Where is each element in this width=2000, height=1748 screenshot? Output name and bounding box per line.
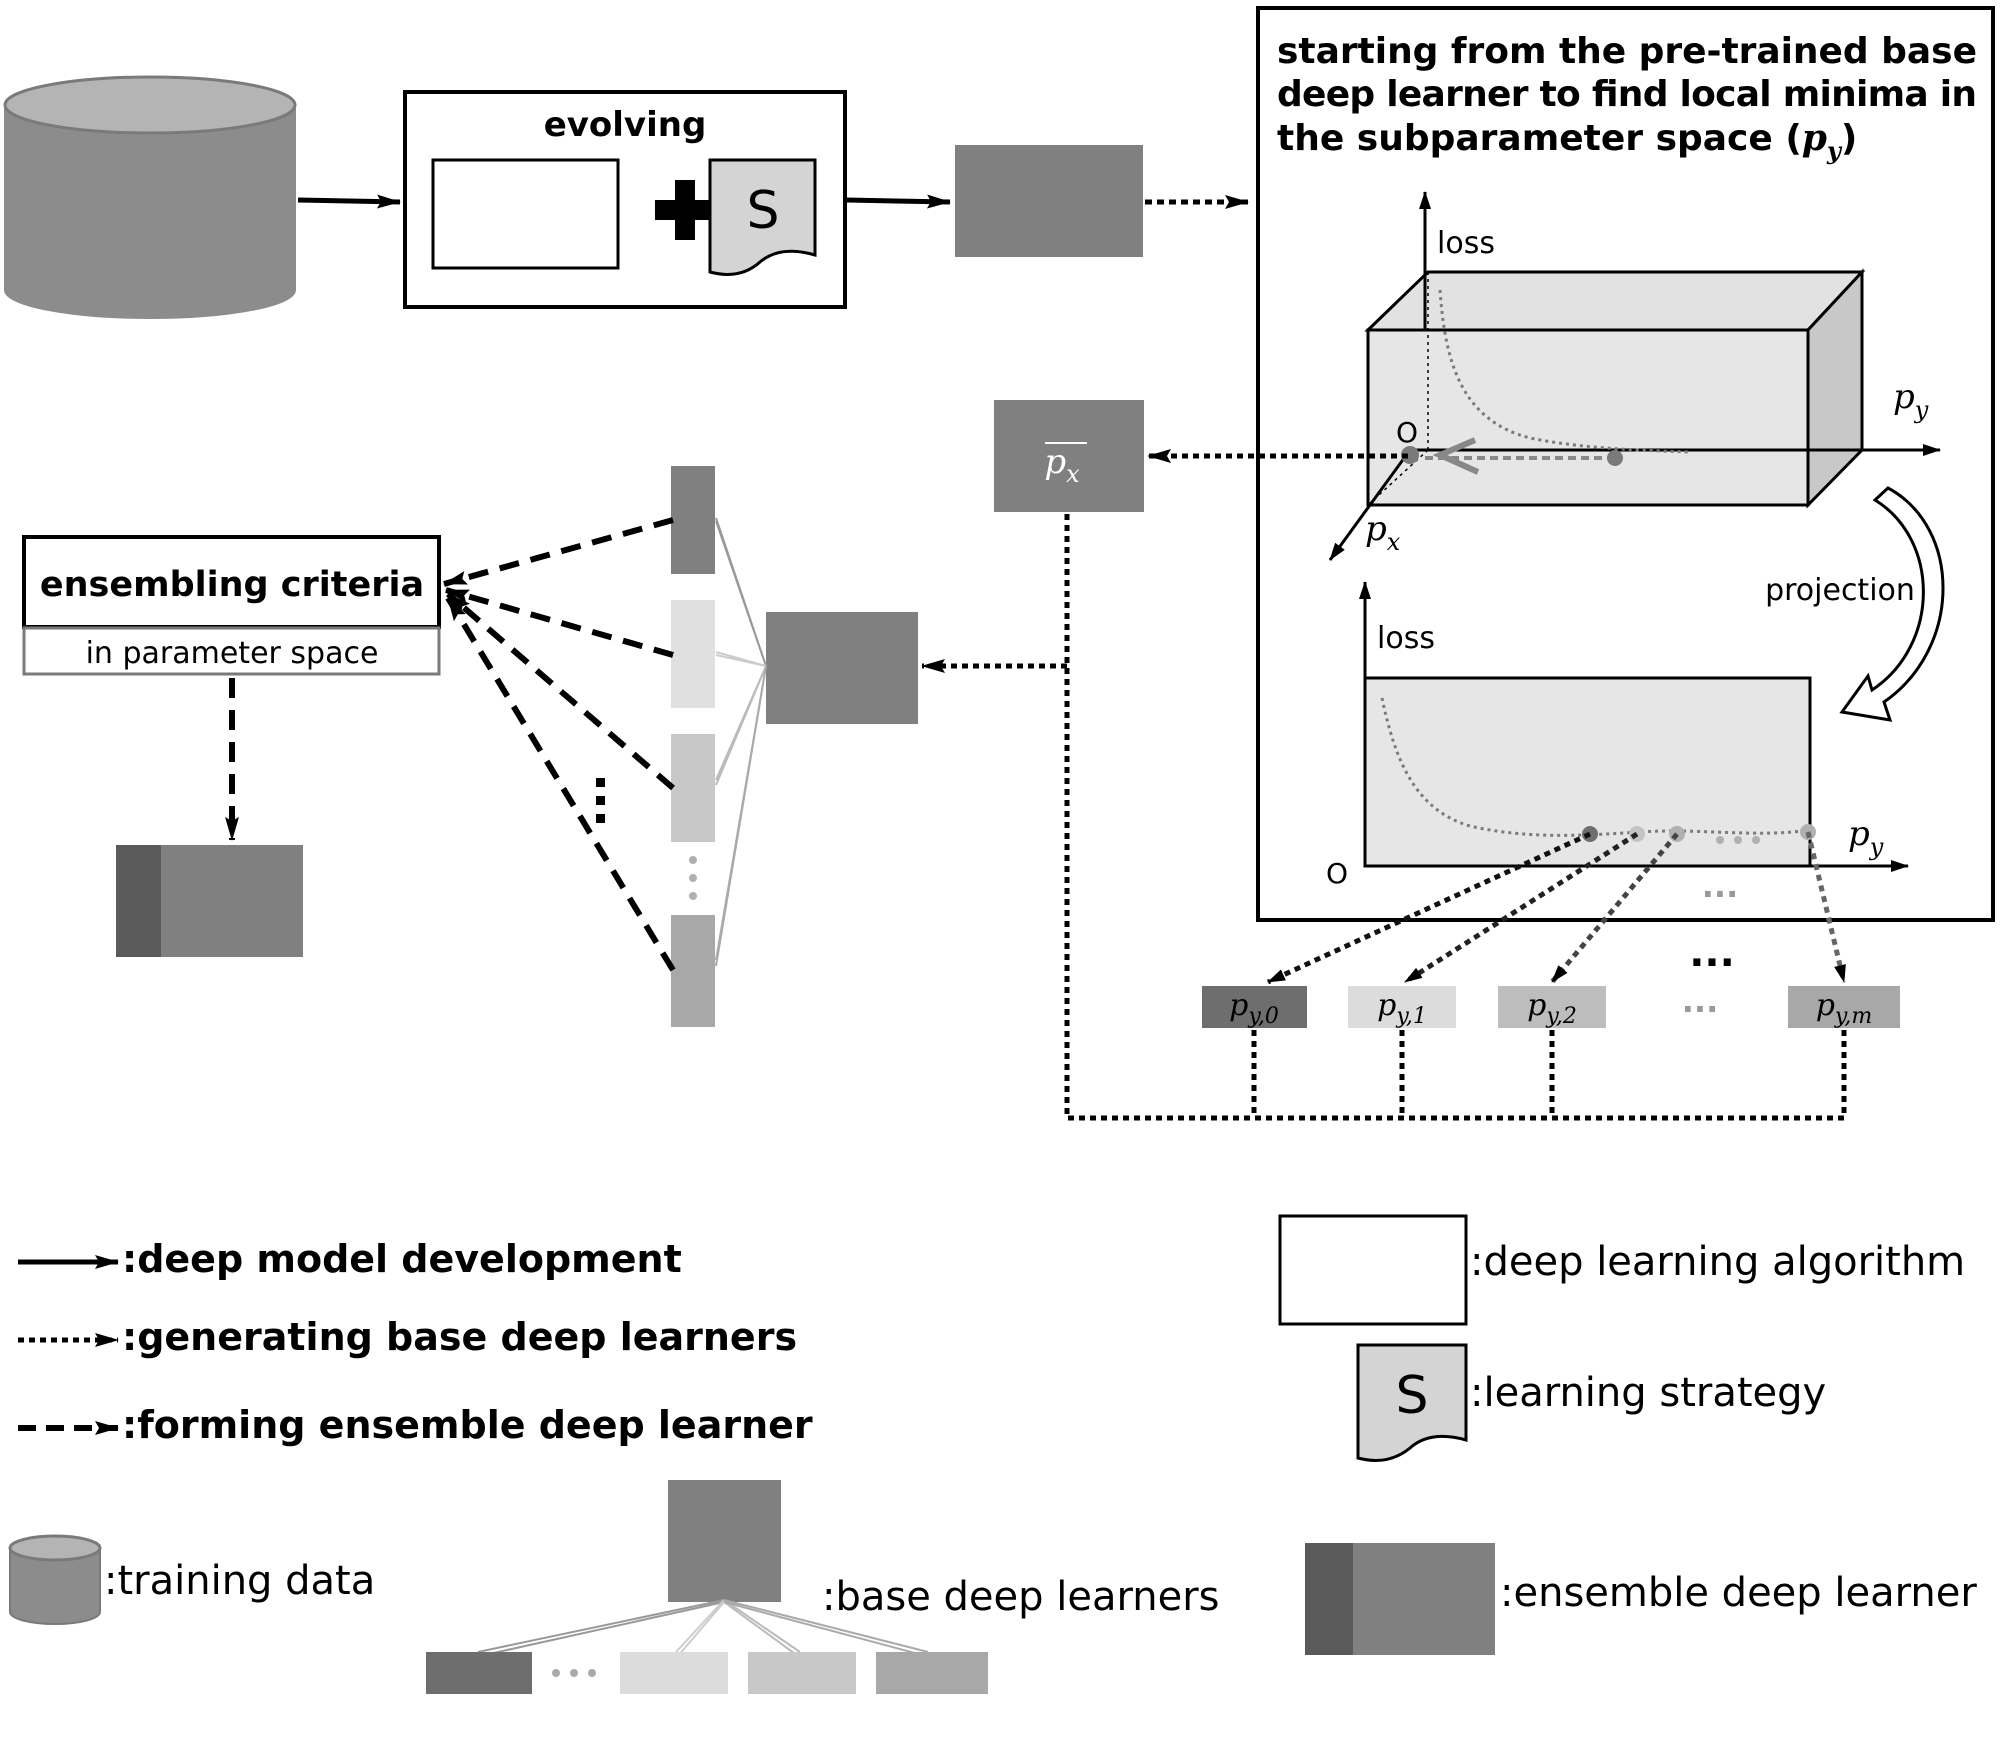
panel-description-line2: deep learner to find local minima in (1277, 74, 1977, 115)
lower-origin-label: O (1326, 857, 1348, 890)
py-box-0: py,0 (1202, 986, 1307, 1029)
lower-loss-label: loss (1377, 621, 1435, 656)
ensembling-criteria-box: ensembling criteria in parameter space (22, 535, 441, 676)
py-box-m: py,m (1788, 986, 1900, 1029)
learner-1 (671, 600, 715, 708)
svg-text:py,m: py,m (1816, 988, 1873, 1029)
upper-loss-label: loss (1437, 226, 1495, 261)
training-data-database (3, 75, 297, 319)
legend-base-learners-icon (426, 1480, 988, 1694)
legend-base-learners-label: :base deep learners (822, 1574, 1219, 1620)
upper-px-label: px (1365, 509, 1401, 556)
py-box-0-fill (1202, 986, 1307, 1028)
upper-loss-box (1364, 268, 1866, 509)
legend-strategy-icon: S (1356, 1343, 1468, 1462)
legend-strategy-label: :learning strategy (1470, 1370, 1826, 1416)
plus-icon (655, 180, 715, 240)
learner-0 (671, 466, 715, 574)
legend-algorithm-icon (1278, 1214, 1468, 1326)
lower-py-label: py (1848, 814, 1884, 861)
legend-solid-label: :deep model development (122, 1237, 682, 1281)
dashed-gap-dots (596, 778, 605, 823)
py-box-1: py,1 (1348, 986, 1456, 1029)
legend-algorithm-label: :deep learning algorithm (1470, 1239, 1965, 1285)
feedback-dotted-lines (1064, 512, 1847, 1121)
legend-dotted-label: :generating base deep learners (122, 1315, 797, 1359)
upper-arrowhead-mark (1432, 437, 1480, 475)
learning-strategy-document-icon: S (708, 158, 817, 276)
algorithm-box (431, 158, 620, 270)
learner-m (671, 915, 715, 1027)
legend-dashed-label: :forming ensemble deep learner (122, 1403, 813, 1447)
evolving-box: evolving S (403, 90, 847, 309)
upper-start-point (1607, 450, 1623, 466)
panel-description-line1: starting from the pre-trained base (1277, 31, 1977, 72)
legend: :deep model development :generating base… (8, 1214, 1977, 1694)
ensembling-criteria-title: ensembling criteria (40, 565, 424, 605)
dashed-arrows-to-criteria (443, 517, 676, 972)
learner-2 (671, 734, 715, 842)
svg-text:py,2: py,2 (1527, 988, 1577, 1029)
pretrained-base-learner (955, 145, 1143, 257)
legend-ensemble-icon (1305, 1543, 1495, 1655)
py-arrow-gap-dots: ... (1689, 930, 1735, 976)
svg-text:S: S (1395, 1366, 1428, 1426)
evolving-title: evolving (544, 105, 707, 145)
panel-gap-dots: ... (1702, 867, 1738, 905)
upper-origin-point (1401, 446, 1419, 464)
legend-training-data-label: :training data (104, 1558, 375, 1604)
learner-connections (715, 517, 767, 967)
py-row-gap-dots: ... (1682, 982, 1718, 1020)
ensembling-criteria-subtitle: in parameter space (86, 636, 379, 671)
py-box-2: py,2 (1498, 986, 1606, 1029)
upper-py-label: py (1893, 377, 1929, 424)
svg-text:py,1: py,1 (1377, 988, 1427, 1029)
projection-arrow (1839, 486, 1945, 722)
lower-loss-curve (1380, 697, 1809, 837)
arrow-evolving-to-model (846, 194, 951, 209)
svg-text:px: px (1044, 442, 1080, 488)
ensemble-deep-learner (116, 845, 303, 957)
projection-label: projection (1765, 573, 1915, 608)
svg-text:py,0: py,0 (1229, 988, 1279, 1029)
upper-loss-curve (1438, 289, 1691, 454)
upper-px-axis (1328, 449, 1412, 561)
base-model-box (766, 612, 918, 724)
arrow-data-to-evolving (297, 194, 401, 209)
upper-origin-label: O (1396, 416, 1418, 449)
legend-database-icon (8, 1534, 102, 1625)
legend-ensemble-label: :ensemble deep learner (1500, 1570, 1977, 1616)
panel-description-line3: the subparameter space (py) (1277, 117, 1857, 165)
search-panel: starting from the pre-trained base deep … (1256, 6, 1995, 922)
px-average-box: px (994, 400, 1144, 512)
minima-to-py-arrows (1266, 831, 1847, 985)
base-learner-stack (671, 466, 715, 1027)
svg-text:S: S (746, 181, 779, 241)
